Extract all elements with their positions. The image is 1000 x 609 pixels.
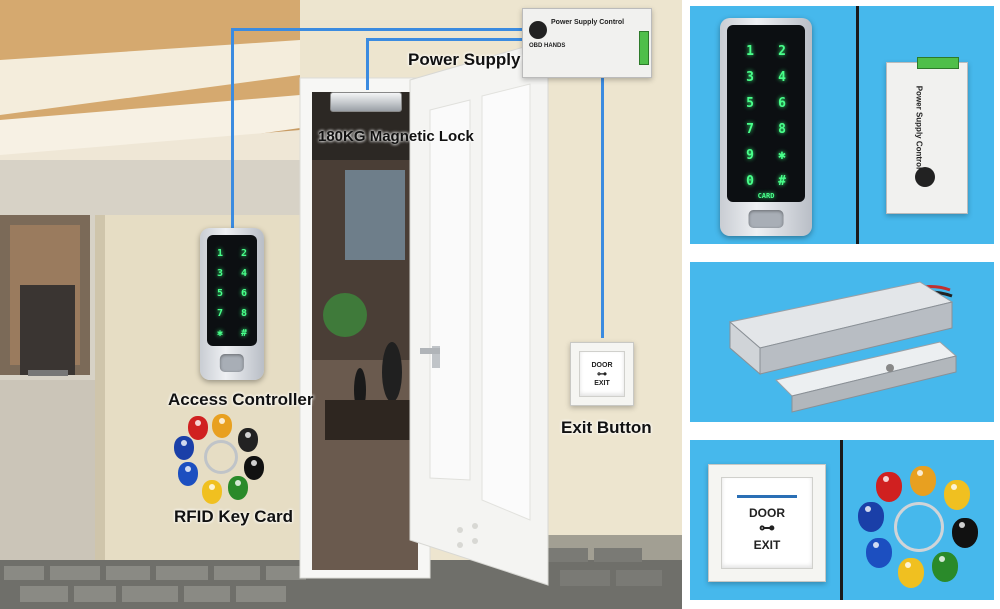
rfid-tag-icon (866, 538, 892, 568)
keypad-key: 8 (778, 122, 786, 137)
rfid-tags-cluster-large (856, 462, 986, 592)
keypad-glass (207, 235, 257, 346)
rfid-tag-icon (244, 456, 264, 480)
exit-button-stripe (737, 494, 797, 498)
wire-exit-vertical (601, 78, 604, 338)
access-controller-keypad: 1 2 3 4 5 6 7 8 ✱ # (200, 228, 264, 380)
rfid-tag-icon (202, 480, 222, 504)
exit-button-small: DOOR ⊶ EXIT (570, 342, 634, 406)
rfid-tag-icon (238, 428, 258, 452)
panel-divider (856, 6, 859, 244)
rfid-key-card-label: RFID Key Card (174, 507, 294, 526)
keypad-key: 3 (216, 268, 224, 279)
brand-logo-icon (915, 167, 935, 187)
magnetic-lock-small (330, 92, 402, 112)
keypad-key: 3 (746, 70, 754, 85)
power-supply-unit-large: Power Supply Control (886, 57, 968, 214)
wire-controller-vertical (231, 28, 234, 228)
key-icon: ⊶ (597, 368, 607, 380)
rfid-tag-icon (952, 518, 978, 548)
keypad-key: 7 (216, 308, 224, 319)
keypad-key: # (778, 174, 786, 189)
keypad-key: 6 (240, 288, 248, 299)
exit-button-label: Exit Button (561, 418, 652, 437)
magnetic-lock-large (728, 281, 958, 413)
product-panel-keypad-psu: 1 2 3 4 5 6 7 8 9 ✱ 0 # CARD Power Suppl… (690, 6, 994, 244)
rfid-tag-icon (174, 436, 194, 460)
exit-button-face-small: DOOR ⊶ EXIT (579, 351, 625, 397)
access-controller-keypad-large: 1 2 3 4 5 6 7 8 9 ✱ 0 # CARD (720, 18, 812, 236)
terminal-block (917, 57, 959, 69)
power-supply-unit: Power Supply Control OBD HANDS (522, 8, 652, 78)
keypad-key: # (240, 328, 248, 339)
exit-text: EXIT (753, 537, 781, 552)
wire-top-horizontal (231, 28, 526, 31)
keypad-key: ✱ (216, 328, 224, 339)
rfid-tag-icon (212, 414, 232, 438)
keypad-bottom-knob (219, 354, 245, 372)
card-reader-label: CARD (757, 192, 775, 200)
door-text: DOOR (591, 361, 613, 369)
keypad-key: 1 (216, 248, 224, 259)
key-icon: ⊶ (759, 519, 775, 537)
exit-text: EXIT (594, 379, 610, 387)
keypad-key: 7 (746, 122, 754, 137)
rfid-tag-icon (178, 462, 198, 486)
installation-scene: Power Supply Control OBD HANDS Power Sup… (0, 0, 682, 609)
keypad-bottom-knob (748, 210, 784, 228)
keypad-key: ✱ (778, 148, 786, 163)
brand-logo-icon (529, 21, 547, 39)
terminal-block (639, 31, 649, 65)
keypad-key: 5 (216, 288, 224, 299)
product-panel-maglock (690, 262, 994, 422)
product-panel-exit-rfid: DOOR ⊶ EXIT (690, 440, 994, 600)
exit-button-face-large: DOOR ⊶ EXIT (721, 477, 813, 569)
rfid-tag-icon (932, 552, 958, 582)
wire-lock-horizontal (366, 38, 526, 41)
wire-lock-vertical (366, 38, 369, 90)
key-ring-icon (894, 502, 944, 552)
keypad-key: 8 (240, 308, 248, 319)
door-text: DOOR (749, 505, 785, 520)
keypad-key: 0 (746, 174, 754, 189)
access-controller-label: Access Controller (168, 390, 314, 409)
keypad-glass (727, 25, 805, 202)
rfid-tag-icon (188, 416, 208, 440)
keypad-key: 9 (746, 148, 754, 163)
rfid-tags-cluster (172, 412, 272, 504)
rfid-tag-icon (858, 502, 884, 532)
psu-brand: OBD HANDS (529, 43, 566, 49)
keypad-key: 1 (746, 44, 754, 59)
keypad-key: 2 (778, 44, 786, 59)
keypad-key: 6 (778, 96, 786, 111)
psu-title: Power Supply Control (914, 85, 924, 170)
exit-button-large: DOOR ⊶ EXIT (708, 464, 826, 582)
rfid-tag-icon (898, 558, 924, 588)
rfid-tag-icon (944, 480, 970, 510)
keypad-key: 4 (240, 268, 248, 279)
power-supply-label: Power Supply (408, 50, 521, 69)
rfid-tag-icon (228, 476, 248, 500)
rfid-tag-icon (876, 472, 902, 502)
keypad-key: 2 (240, 248, 248, 259)
panel-divider (840, 440, 843, 600)
keypad-key: 5 (746, 96, 754, 111)
magnetic-lock-label: 180KG Magnetic Lock (318, 128, 474, 145)
rfid-tag-icon (910, 466, 936, 496)
key-ring-icon (204, 440, 238, 474)
keypad-key: 4 (778, 70, 786, 85)
psu-title: Power Supply Control (551, 19, 625, 26)
